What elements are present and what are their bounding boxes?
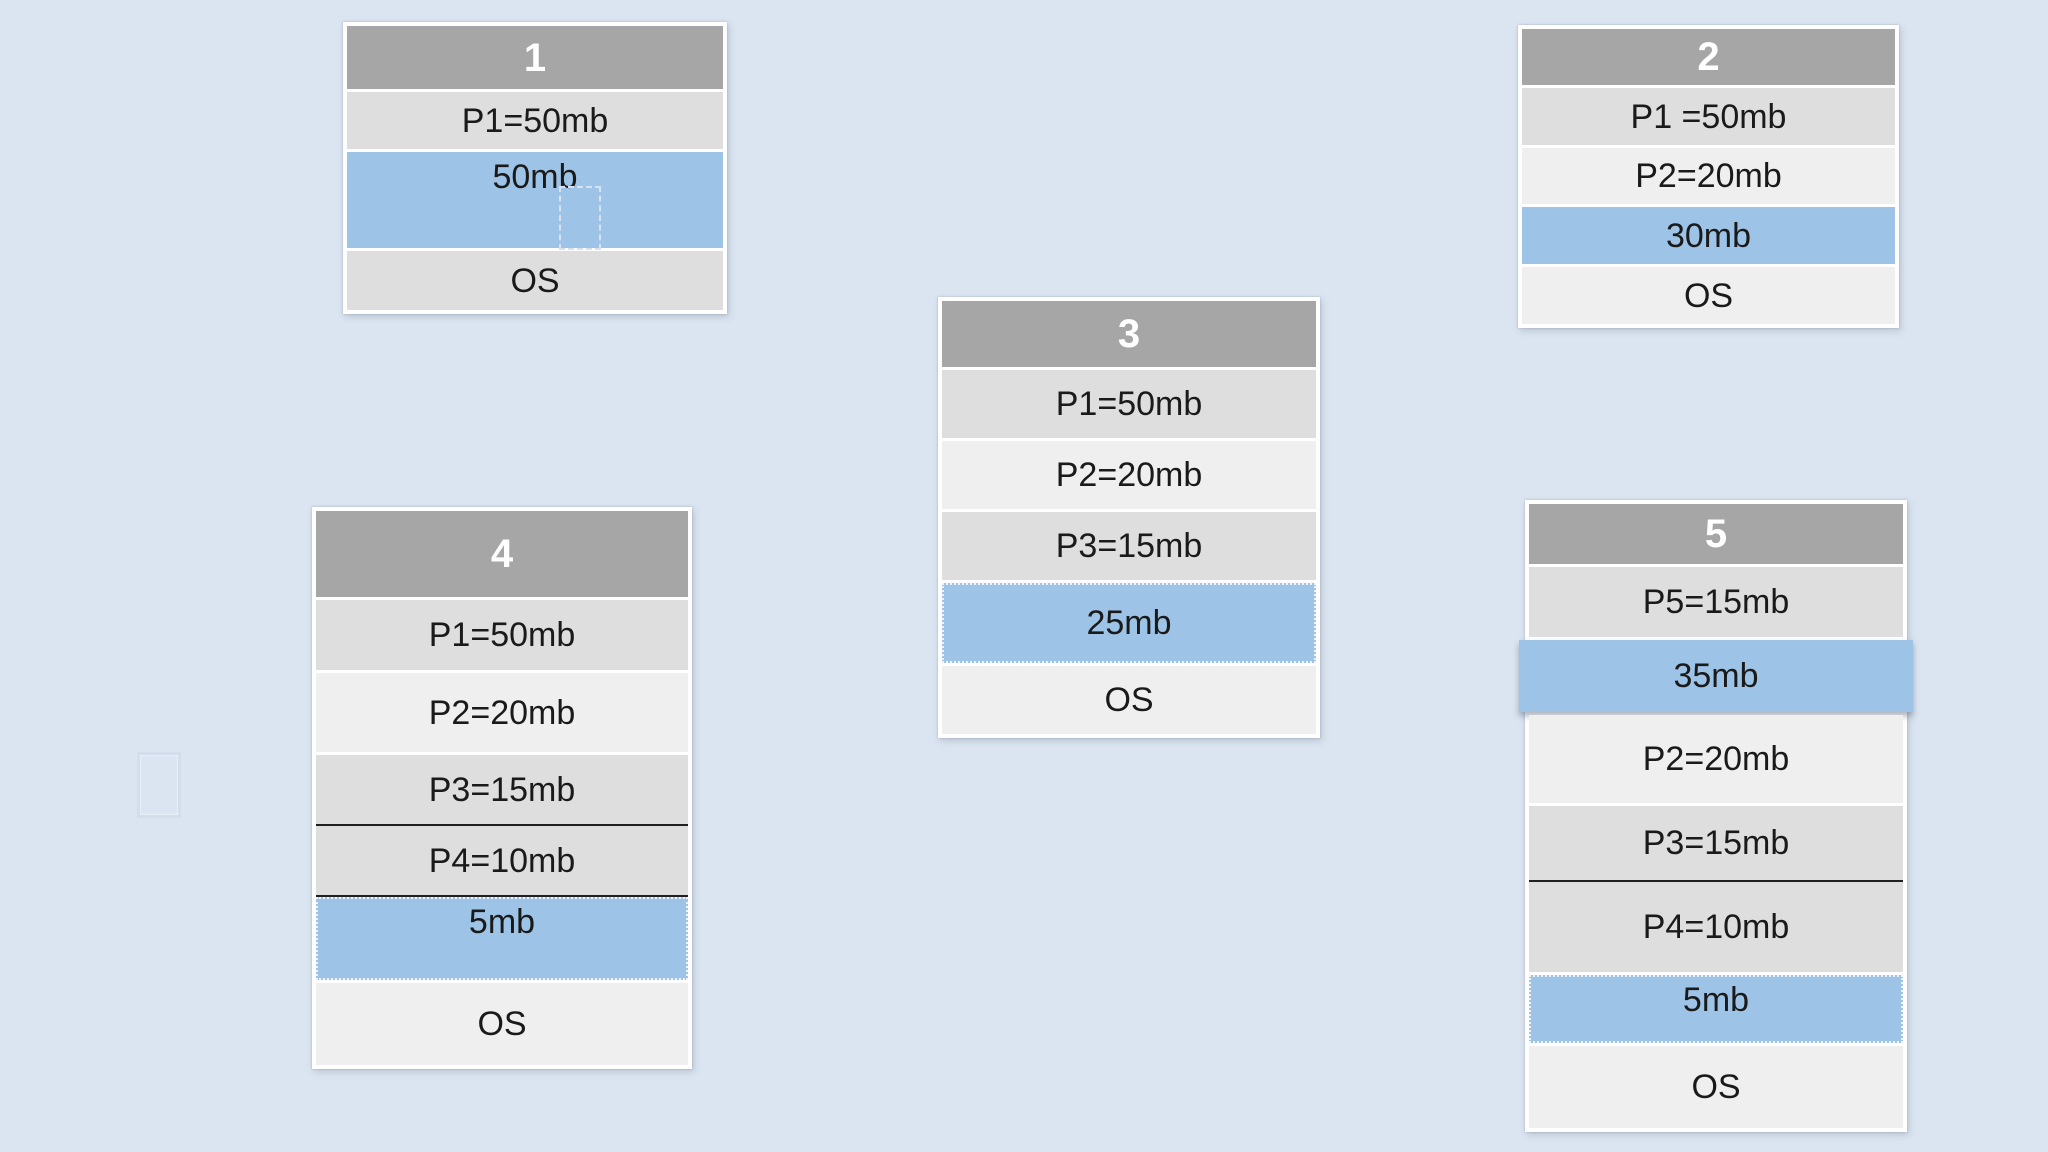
table-4-row-6-os-block: OS bbox=[316, 983, 688, 1065]
table-5-header: 5 bbox=[1529, 504, 1903, 564]
table-2-row-1-process-block: P1 =50mb bbox=[1522, 88, 1895, 145]
table-3-header: 3 bbox=[942, 301, 1316, 367]
block-label: 50mb bbox=[492, 158, 578, 196]
table-2-row-2-process-block: P2=20mb bbox=[1522, 148, 1895, 204]
block-label: P1=50mb bbox=[428, 616, 576, 654]
block-label: P3=15mb bbox=[428, 770, 576, 809]
table-2-header: 2 bbox=[1522, 29, 1895, 85]
table-4-row-5-free-block: 5mb bbox=[316, 897, 688, 980]
block-label: P3=15mb bbox=[1642, 824, 1790, 862]
table-4-header: 4 bbox=[316, 511, 688, 597]
table-3-row-5-os-block: OS bbox=[942, 666, 1316, 734]
table-number-label: 2 bbox=[1697, 35, 1720, 79]
table-5-row-3-process-block: P2=20mb bbox=[1529, 715, 1903, 803]
table-3-row-1-process-block: P1=50mb bbox=[942, 370, 1316, 438]
table-5-row-4-process-block: P3=15mb bbox=[1529, 806, 1903, 882]
block-label: P2=20mb bbox=[1635, 157, 1782, 195]
block-label: 35mb bbox=[1673, 657, 1759, 695]
table-3-row-2-process-block: P2=20mb bbox=[942, 441, 1316, 509]
block-label: P5=15mb bbox=[1642, 583, 1790, 621]
table-4-row-2-process-block: P2=20mb bbox=[316, 673, 688, 752]
block-label: OS bbox=[1683, 276, 1734, 315]
block-label: P1=50mb bbox=[1055, 385, 1203, 423]
dashed-selection-rect bbox=[559, 186, 601, 250]
table-4-row-1-process-block: P1=50mb bbox=[316, 600, 688, 670]
block-label: P4=10mb bbox=[428, 841, 576, 880]
table-1-row-1-process-block: P1=50mb bbox=[347, 92, 723, 149]
block-label: OS bbox=[1104, 681, 1154, 719]
block-label: P2=20mb bbox=[428, 693, 576, 732]
block-label: 25mb bbox=[1086, 604, 1172, 642]
table-3-row-3-process-block: P3=15mb bbox=[942, 512, 1316, 580]
table-5-row-2-free-block: 35mb bbox=[1519, 640, 1913, 712]
table-1-header: 1 bbox=[347, 26, 723, 89]
block-label: P1 =50mb bbox=[1630, 97, 1787, 136]
table-3-row-4-free-block: 25mb bbox=[942, 583, 1316, 663]
block-label: P1=50mb bbox=[461, 101, 609, 140]
block-label: OS bbox=[477, 1005, 527, 1043]
table-1-row-3-os-block: OS bbox=[347, 251, 723, 310]
block-label: P2=20mb bbox=[1055, 456, 1203, 494]
faint-placeholder-rect bbox=[137, 752, 181, 818]
block-label: P3=15mb bbox=[1055, 527, 1203, 565]
block-label: 30mb bbox=[1665, 216, 1752, 255]
block-label: 5mb bbox=[468, 903, 536, 941]
table-4-row-3-process-block: P3=15mb bbox=[316, 755, 688, 826]
table-4-row-4-process-block: P4=10mb bbox=[316, 826, 688, 897]
block-label: P4=10mb bbox=[1642, 908, 1790, 946]
block-label: P2=20mb bbox=[1642, 740, 1790, 778]
table-2-row-4-os-block: OS bbox=[1522, 267, 1895, 324]
table-number-label: 3 bbox=[1117, 312, 1141, 356]
table-5-row-7-os-block: OS bbox=[1529, 1046, 1903, 1128]
block-label: OS bbox=[510, 261, 560, 300]
block-label: OS bbox=[1691, 1068, 1741, 1106]
table-number-label: 4 bbox=[490, 532, 514, 576]
table-5-row-5-process-block: P4=10mb bbox=[1529, 882, 1903, 972]
table-5-row-1-process-block: P5=15mb bbox=[1529, 567, 1903, 637]
table-number-label: 1 bbox=[523, 35, 547, 80]
table-1-row-2-free-block: 50mb bbox=[347, 152, 723, 250]
table-5-row-6-free-block: 5mb bbox=[1529, 975, 1903, 1043]
table-number-label: 5 bbox=[1704, 512, 1728, 556]
table-2-row-3-free-block: 30mb bbox=[1522, 207, 1895, 264]
block-label: 5mb bbox=[1682, 981, 1750, 1019]
